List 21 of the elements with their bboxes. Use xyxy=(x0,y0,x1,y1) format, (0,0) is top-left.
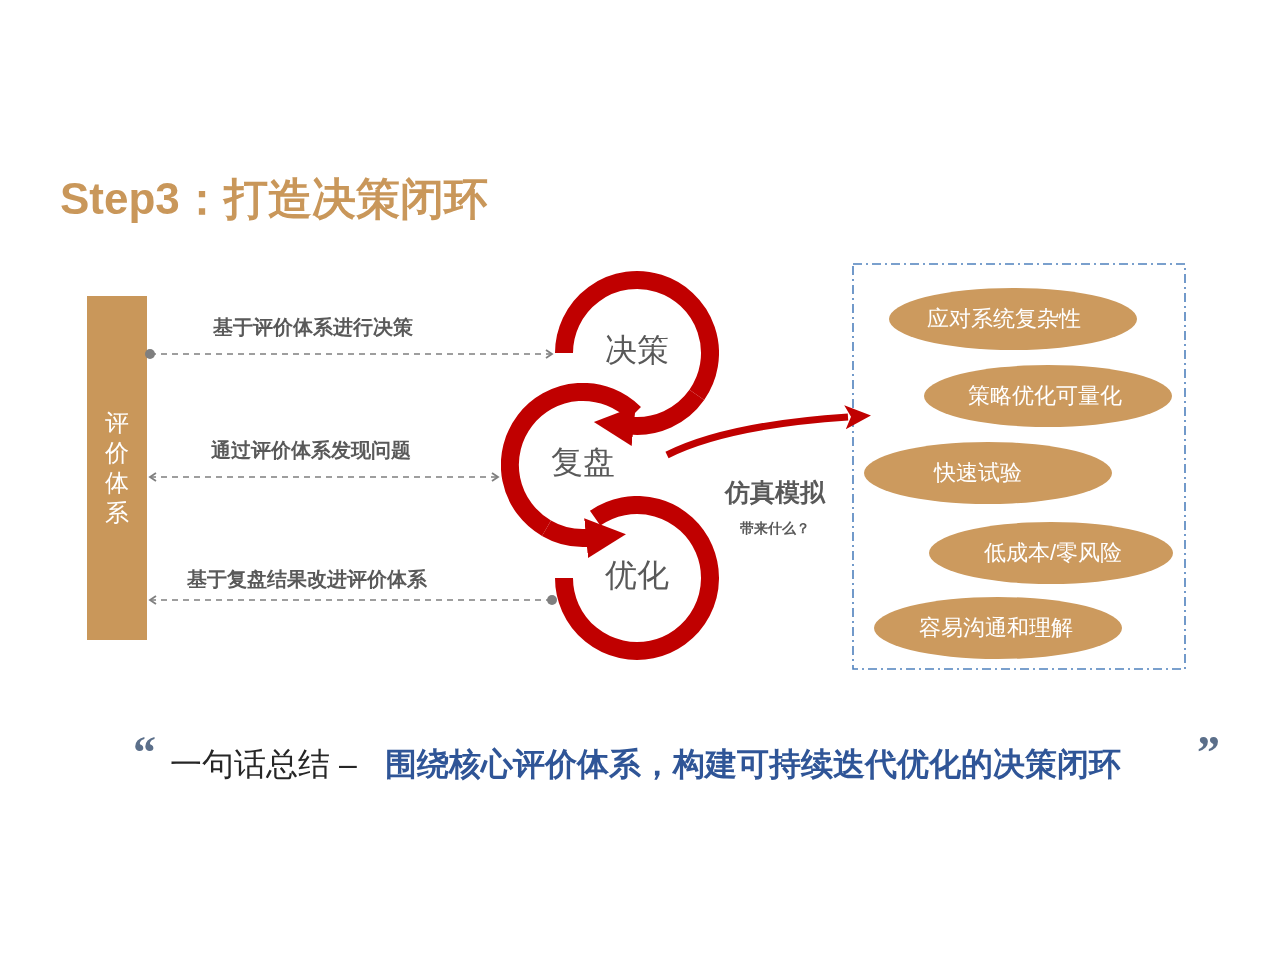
arrow xyxy=(149,595,557,605)
note-text: 带来什么？ xyxy=(740,520,810,538)
oval-tag: 快速试验 xyxy=(864,442,1112,504)
arrow xyxy=(542,517,627,558)
category-bar: 评价体系 xyxy=(87,296,147,640)
arrow xyxy=(145,349,553,359)
oval-tag: 低成本/零风险 xyxy=(929,522,1173,584)
oval-tag: 应对系统复杂性 xyxy=(889,288,1137,350)
arrow xyxy=(149,472,499,482)
quote-mark: “ xyxy=(133,728,156,778)
quote-mark: ” xyxy=(1197,728,1220,778)
edge-label: 基于复盘结果改进评价体系 xyxy=(184,566,430,593)
title: Step3：打造决策闭环 xyxy=(60,173,488,225)
oval-tag: 策略优化可量化 xyxy=(924,365,1172,427)
summary-text: 围绕核心评价体系，构建可持续迭代优化的决策闭环 xyxy=(385,745,1121,784)
summary-lead: 一句话总结 – xyxy=(170,745,357,784)
edge-label: 仿真模拟 xyxy=(723,477,827,508)
dashed-frame xyxy=(852,263,1186,670)
arrow xyxy=(665,405,871,459)
oval-tag: 容易沟通和理解 xyxy=(874,597,1122,659)
arrow xyxy=(593,389,704,446)
